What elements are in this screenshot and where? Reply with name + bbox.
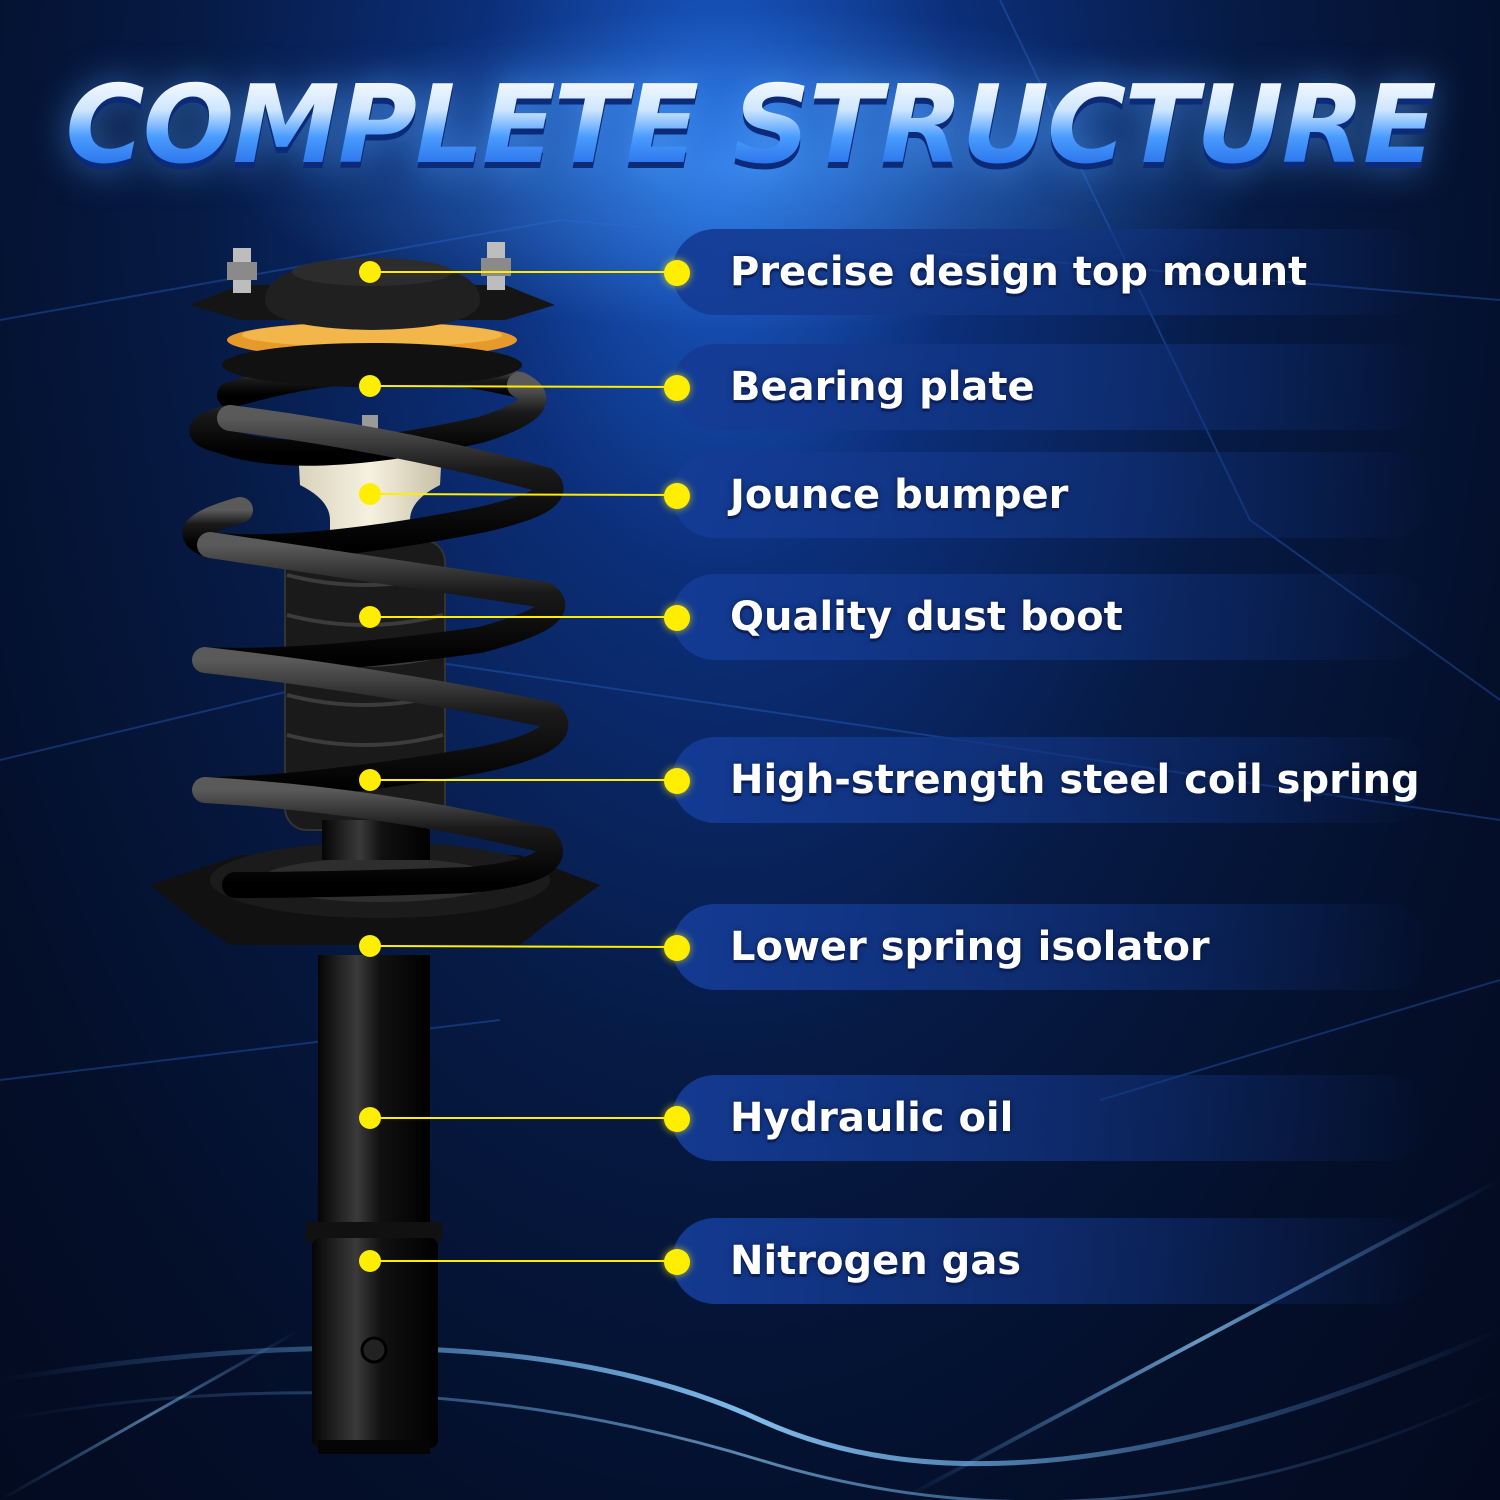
label-dot xyxy=(664,375,690,401)
page-title: COMPLETE STRUCTURE xyxy=(0,72,1500,180)
label-text: Bearing plate xyxy=(730,364,1035,410)
marker-dot xyxy=(359,769,381,791)
label-dot xyxy=(664,1249,690,1275)
label-text: Jounce bumper xyxy=(730,472,1069,518)
label-pill xyxy=(672,1218,1432,1304)
label-pill xyxy=(672,1075,1432,1161)
label-dot xyxy=(664,260,690,286)
marker-dot xyxy=(359,606,381,628)
label-dot xyxy=(664,483,690,509)
label-text: Nitrogen gas xyxy=(730,1238,1022,1284)
label-pill xyxy=(672,229,1432,315)
marker-dot xyxy=(359,483,381,505)
label-text: High-strength steel coil spring xyxy=(730,757,1420,803)
marker-dot xyxy=(359,261,381,283)
label-pill xyxy=(672,452,1432,538)
marker-dot xyxy=(359,375,381,397)
label-text: Hydraulic oil xyxy=(730,1095,1014,1141)
label-pill xyxy=(672,904,1432,990)
label-text: Precise design top mount xyxy=(730,249,1308,295)
label-dot xyxy=(664,605,690,631)
label-pill xyxy=(672,737,1432,823)
label-dot xyxy=(664,768,690,794)
label-text: Quality dust boot xyxy=(730,594,1123,640)
label-dot xyxy=(664,935,690,961)
marker-dot xyxy=(359,1107,381,1129)
label-text: Lower spring isolator xyxy=(730,924,1210,970)
label-pill xyxy=(672,574,1432,660)
marker-dot xyxy=(359,1250,381,1272)
marker-dot xyxy=(359,935,381,957)
label-pill xyxy=(672,344,1432,430)
label-dot xyxy=(664,1106,690,1132)
